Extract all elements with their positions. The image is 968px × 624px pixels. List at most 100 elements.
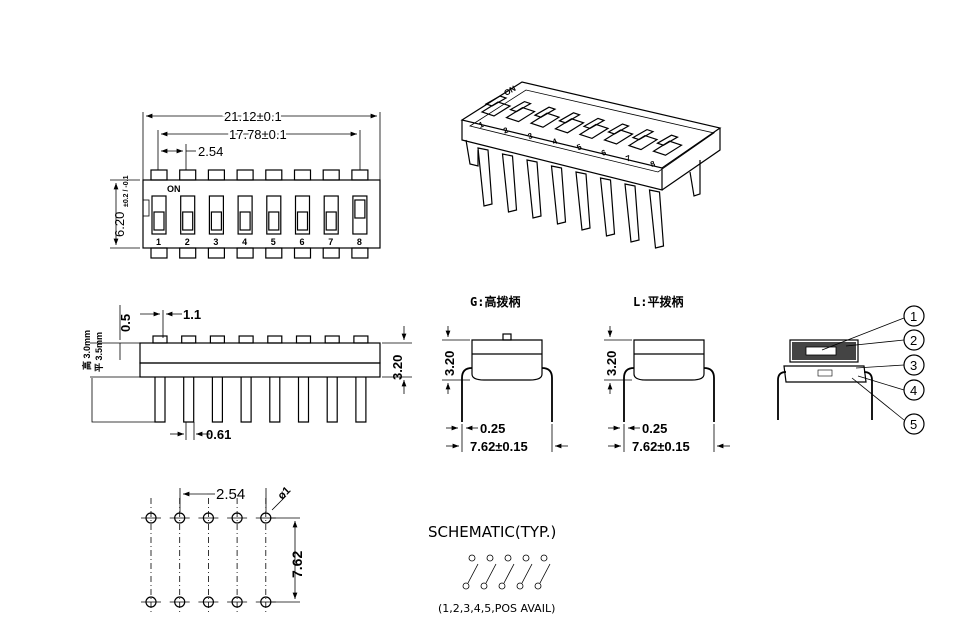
switch-actuator <box>296 211 309 231</box>
schematic-contact-bottom <box>498 582 506 590</box>
schematic-contact-top <box>540 554 548 562</box>
schematic-switch-arm <box>485 563 497 584</box>
pcb-layout: 2.54 ø1 7.62 <box>141 485 305 612</box>
iso-switch-slot <box>652 140 683 156</box>
l-dim-height: 3.20 <box>604 351 619 376</box>
schematic-switch-arm <box>503 563 515 584</box>
dim-gap: 0.5 <box>118 314 133 332</box>
side-tab <box>324 335 340 344</box>
iso-switch-number: 7 <box>625 153 633 163</box>
schematic-title: SCHEMATIC(TYP.) <box>428 523 556 541</box>
bottom-pin <box>293 247 312 259</box>
schematic-contact-top <box>522 554 530 562</box>
side-tab <box>209 335 225 344</box>
iso-switch-number: 8 <box>649 159 657 169</box>
bottom-pin <box>150 247 168 259</box>
side-pin <box>269 377 281 423</box>
side-tab <box>267 335 283 344</box>
switch-number: 1 <box>156 237 161 247</box>
switch-slot <box>208 195 224 235</box>
switch-actuator <box>354 199 366 219</box>
iso-switch-number: 5 <box>576 142 584 152</box>
side-tab <box>238 335 254 344</box>
switch-number: 4 <box>242 237 247 247</box>
bottom-pin <box>322 247 340 259</box>
side-pin <box>240 377 252 423</box>
side-pin <box>326 377 338 423</box>
lever-high: 高 3.0mm <box>81 330 92 370</box>
pcb-hole <box>202 512 214 524</box>
pcb-hole <box>202 596 214 608</box>
callout-2: 2 <box>910 333 917 348</box>
iso-switch-number: 6 <box>600 148 608 158</box>
g-view-title: G:高拨柄 <box>470 294 520 309</box>
iso-pin <box>599 177 616 237</box>
schematic-contact-bottom <box>516 582 524 590</box>
dim-body-width: 6.20 <box>112 212 127 237</box>
iso-switch <box>533 106 557 118</box>
bottom-pin <box>265 247 283 259</box>
pcb-hole <box>174 512 186 524</box>
switch-actuator <box>268 211 280 231</box>
dim-overall-length: 21.12±0.1 <box>224 109 282 124</box>
schematic-note: (1,2,3,4,5,POS AVAIL) <box>438 602 555 615</box>
switch-number: 2 <box>185 237 190 247</box>
switch-slot <box>323 195 339 235</box>
iso-switch-slot <box>627 134 659 151</box>
switch-slot <box>180 195 196 235</box>
iso-switch <box>509 100 532 113</box>
schematic-contact-top <box>504 554 512 562</box>
switch-slot <box>266 195 282 235</box>
pcb-hole <box>231 512 243 524</box>
dim-height: 3.20 <box>390 355 405 380</box>
pcb-dim-pitch: 2.54 <box>216 486 245 503</box>
switch-slot <box>294 195 311 235</box>
switch-number: 8 <box>357 237 362 247</box>
top-pin <box>207 169 225 181</box>
pcb-hole <box>145 596 157 608</box>
dim-tab: 1.1 <box>183 307 201 322</box>
bottom-pin <box>351 247 369 259</box>
top-pin <box>265 169 283 181</box>
iso-pin <box>501 153 518 213</box>
schematic-contact-top <box>486 554 494 562</box>
switch-number: 7 <box>328 237 333 247</box>
side-pin <box>154 377 166 423</box>
schematic-switch-arm <box>521 563 533 584</box>
iso-switch <box>484 95 508 107</box>
schematic: SCHEMATIC(TYP.) (1,2,3,4,5,POS AVAIL) <box>428 523 556 615</box>
iso-pin <box>624 183 640 243</box>
dim-pin-width: 0.61 <box>206 427 231 442</box>
iso-switch-slot <box>529 112 561 128</box>
iso-pin <box>477 147 493 207</box>
dim-pin-span: 17.78±0.1 <box>229 127 287 142</box>
switch-slot <box>237 195 253 235</box>
iso-switch <box>631 128 655 141</box>
switch-slot <box>352 195 368 235</box>
iso-switch-slot <box>480 101 512 117</box>
callout-5: 5 <box>910 417 917 432</box>
side-tab <box>353 335 369 344</box>
switch-slot <box>151 195 167 235</box>
schematic-contact-bottom <box>462 582 470 590</box>
schematic-contact-bottom <box>480 582 488 590</box>
side-tab <box>295 335 312 344</box>
side-pin <box>211 377 223 423</box>
iso-switch-number: 1 <box>478 120 486 130</box>
callout-3: 3 <box>910 358 917 373</box>
schematic-switch-arm <box>467 563 479 584</box>
pcb-hole <box>231 596 243 608</box>
bottom-pin <box>207 247 225 259</box>
top-pin <box>236 169 254 181</box>
switch-actuator <box>153 211 165 231</box>
iso-pin <box>648 189 665 249</box>
switch-number: 3 <box>213 237 218 247</box>
callout-1: 1 <box>910 309 917 324</box>
l-dim-pin: 0.25 <box>642 421 667 436</box>
iso-switch <box>607 123 630 135</box>
top-pin <box>179 169 197 181</box>
side-view: 0.5 1.1 高 3.0mm 平 3.5mm 3.20 0.61 <box>81 305 412 442</box>
side-pin <box>355 377 367 423</box>
